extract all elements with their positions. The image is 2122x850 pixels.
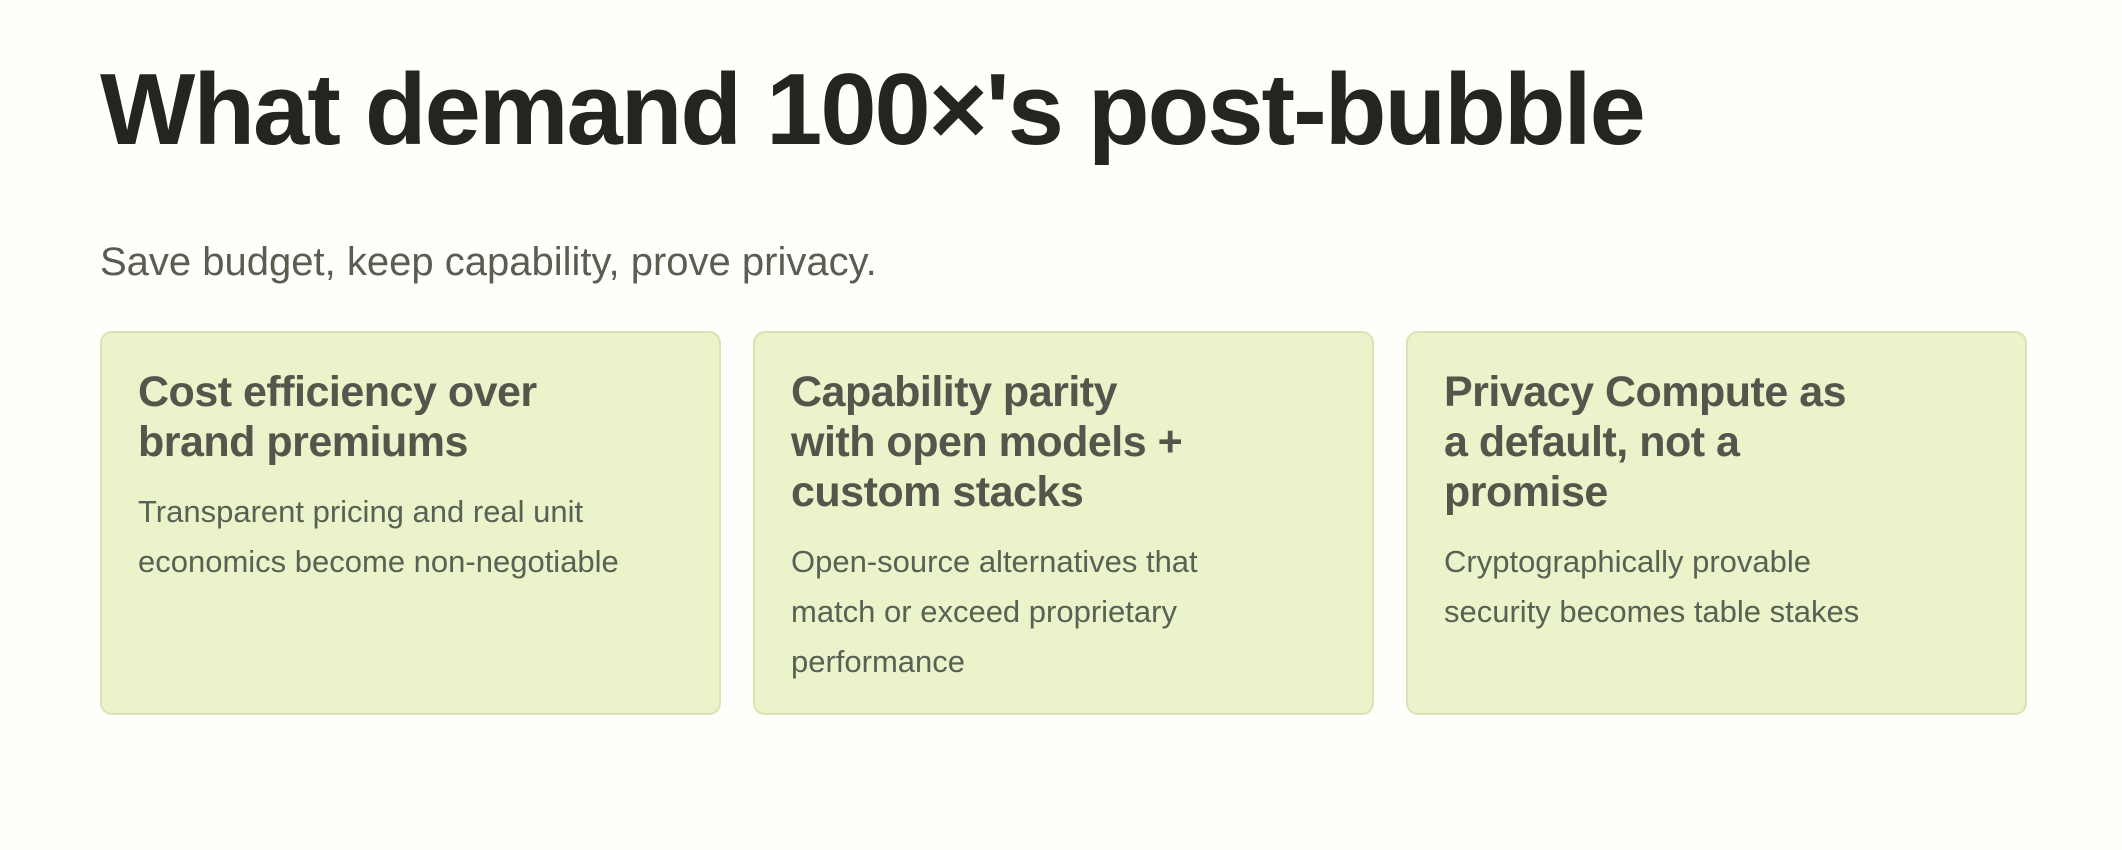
feature-card-cost-efficiency: Cost efficiency over brand premiums Tran… <box>100 331 721 716</box>
feature-cards-row: Cost efficiency over brand premiums Tran… <box>100 331 2027 716</box>
feature-card-title: Privacy Compute as a default, not a prom… <box>1444 368 1847 517</box>
feature-card-privacy-compute: Privacy Compute as a default, not a prom… <box>1406 331 2027 716</box>
feature-card-body: Open-source alternatives that match or e… <box>791 544 1198 680</box>
feature-card-title: Capability parity with open models + cus… <box>791 368 1183 517</box>
feature-card-body: Cryptographically provable security beco… <box>1444 544 1860 630</box>
feature-card-body: Transparent pricing and real unit econom… <box>138 494 619 580</box>
feature-card-capability-parity: Capability parity with open models + cus… <box>753 331 1374 716</box>
landing-section: What demand 100×'s post-bubble Save budg… <box>0 54 2122 850</box>
section-title: What demand 100×'s post-bubble <box>100 54 1646 166</box>
feature-card-title: Cost efficiency over brand premiums <box>138 368 537 467</box>
section-subtitle: Save budget, keep capability, prove priv… <box>100 240 877 285</box>
